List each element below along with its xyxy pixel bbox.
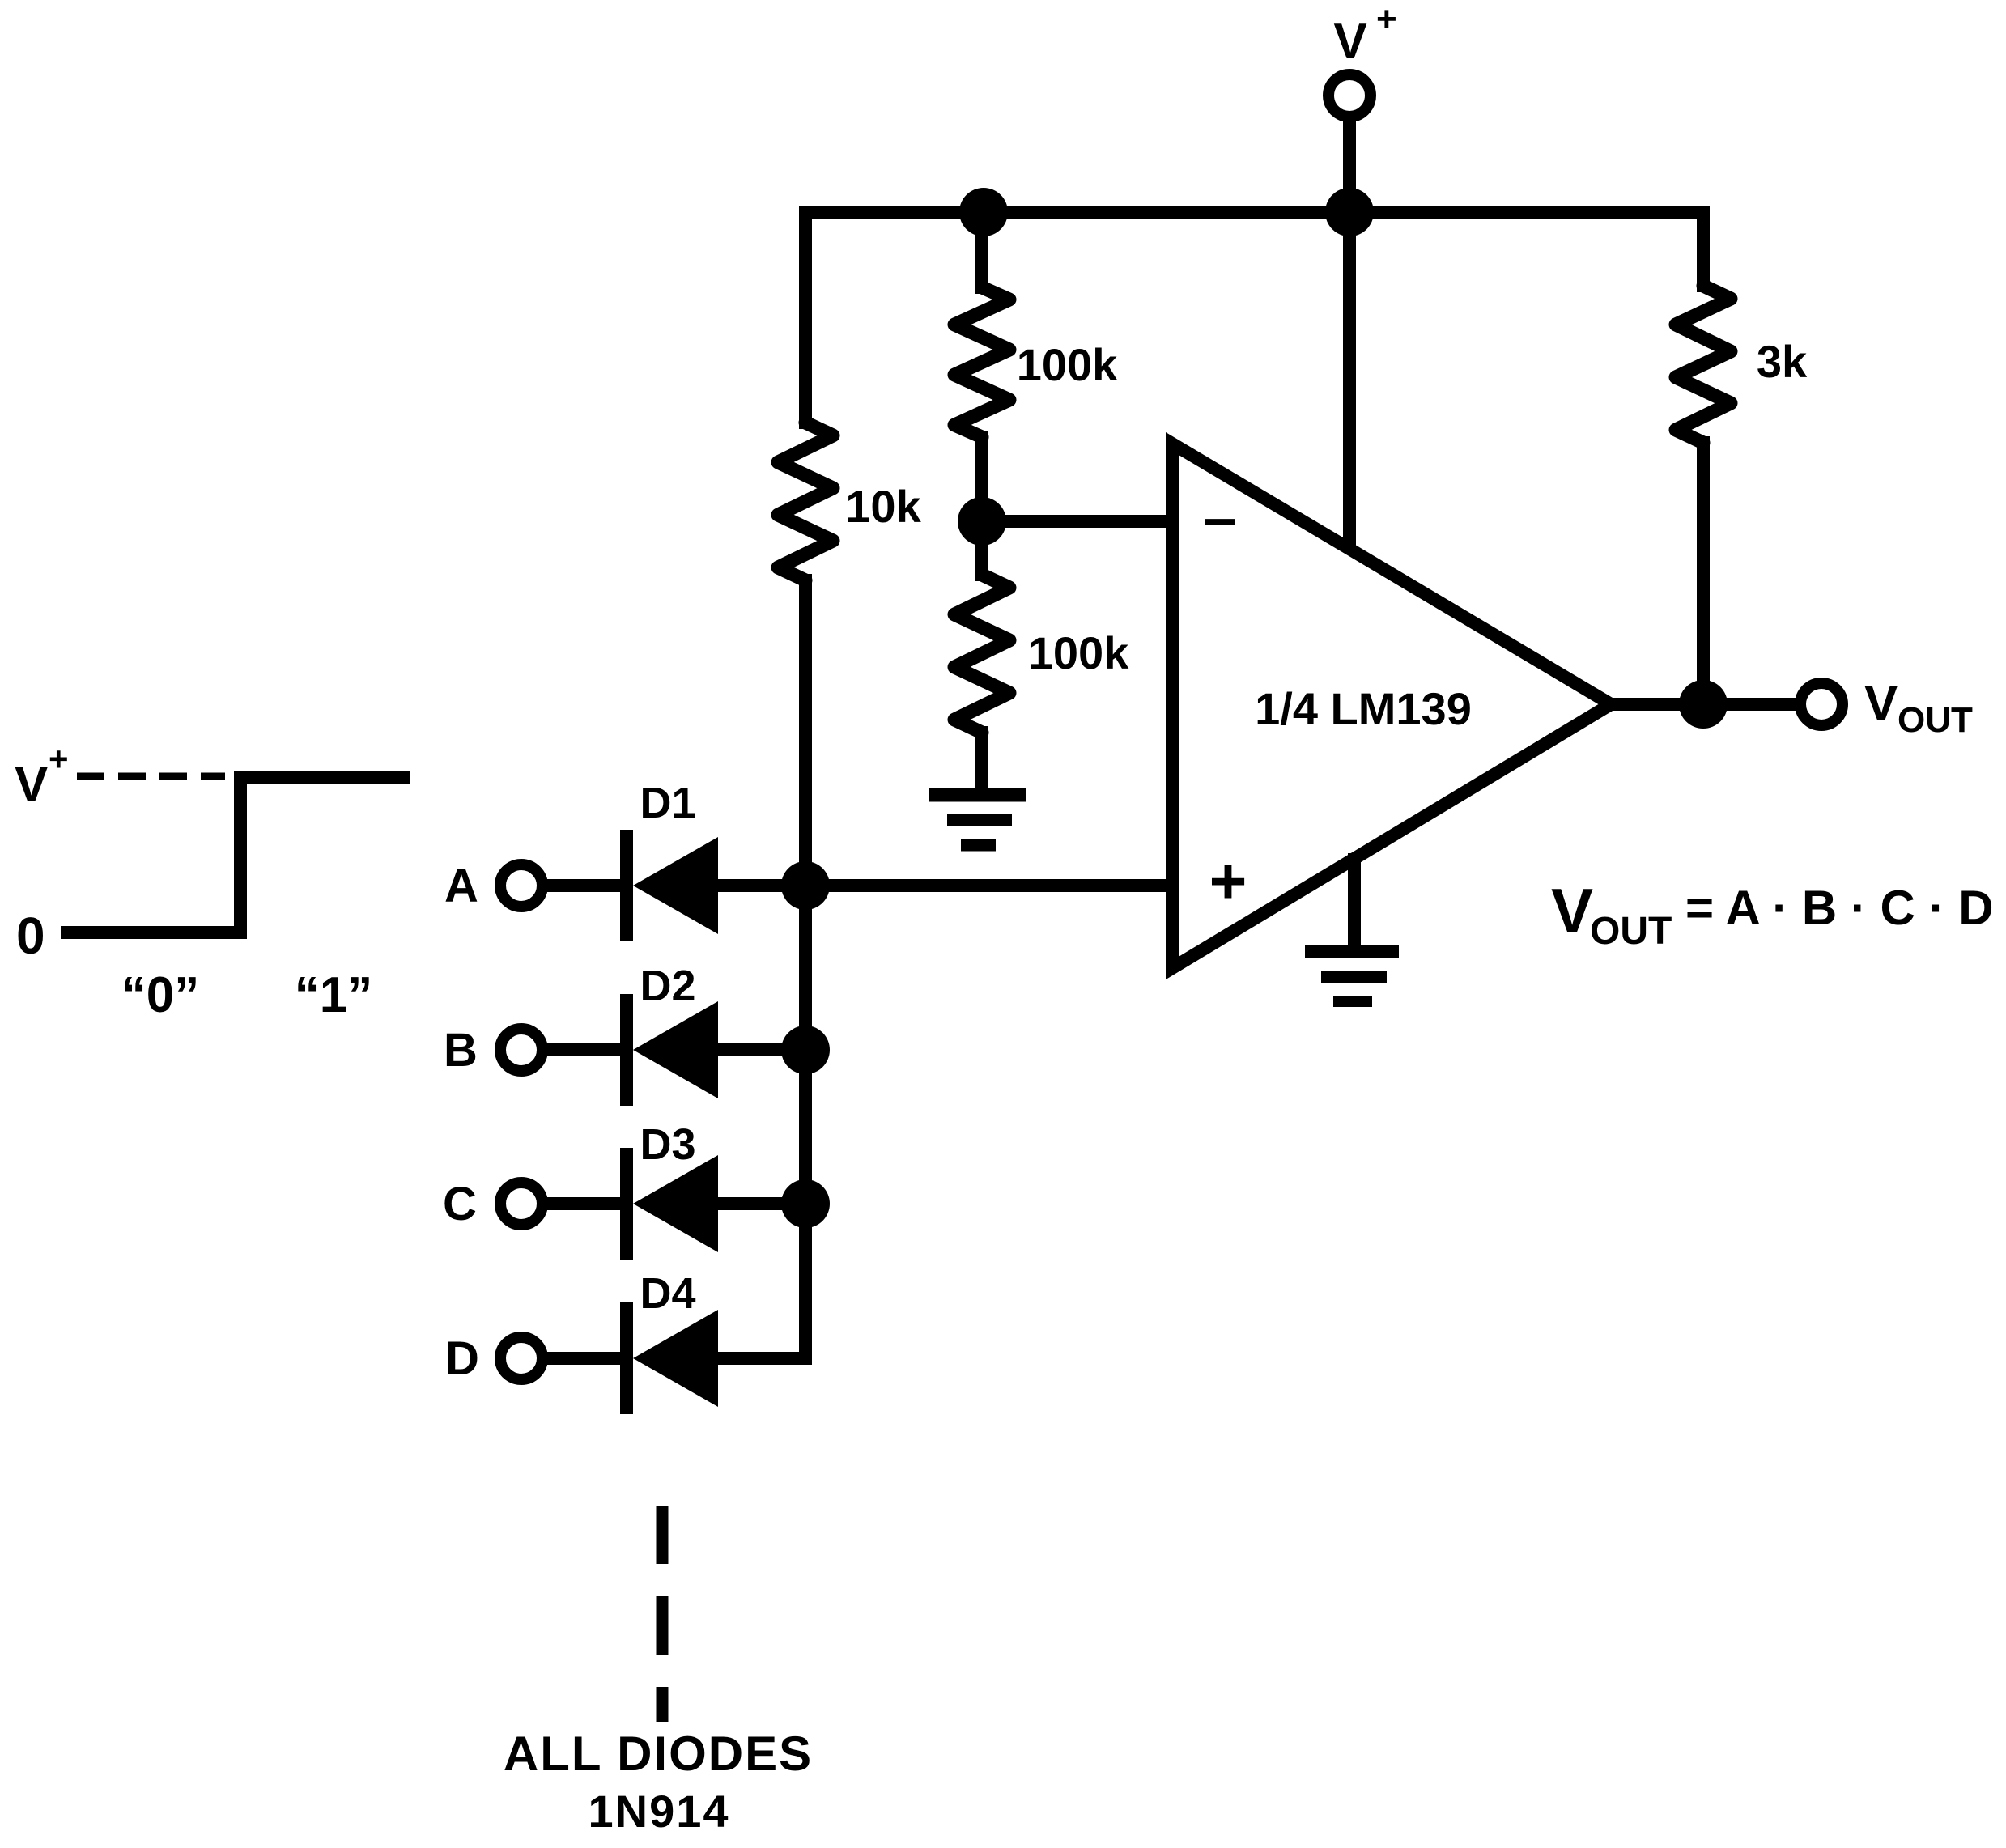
- input-a-terminal: [495, 859, 548, 912]
- resistor-100k-top-label: 100k: [1017, 339, 1118, 390]
- diode-d3-label: D3: [640, 1120, 695, 1169]
- junction-bus-b: [781, 1026, 830, 1074]
- comparator-label: 1/4 LM139: [1255, 683, 1472, 734]
- input-c-terminal: [495, 1177, 548, 1230]
- equation-v: V: [1551, 875, 1593, 946]
- input-waveform: V + 0 “0” “1”: [15, 740, 410, 1023]
- resistor-3k: [1668, 278, 1738, 450]
- note-line-1: ALL DIODES: [504, 1727, 813, 1781]
- noninverting-input-icon: +: [1209, 845, 1247, 917]
- waveform-state0-label: “0”: [121, 967, 199, 1023]
- waveform-vplus-label: V: [15, 757, 48, 813]
- input-b-terminal: [495, 1023, 548, 1077]
- junction-rail-supply: [1325, 188, 1374, 236]
- diode-d2-label: D2: [640, 962, 695, 1010]
- comparator: − + 1/4 LM139: [1166, 431, 1624, 1007]
- equation-rest: = A · B · C · D: [1685, 881, 1994, 935]
- equation-sub: OUT: [1590, 910, 1672, 953]
- diode-arrow: [633, 837, 718, 934]
- junction-divider-node: [958, 497, 1006, 546]
- vout-label-sub: OUT: [1898, 700, 1973, 740]
- waveform-zero-label: 0: [16, 907, 45, 965]
- diode-d1-label: D1: [640, 779, 695, 827]
- diode-arrow: [633, 1001, 718, 1098]
- junction-bus-a: [781, 861, 830, 910]
- diode-d4: [620, 1302, 718, 1414]
- diode-d4-label: D4: [640, 1269, 695, 1318]
- supply-label: V: [1333, 14, 1366, 70]
- diode-d3: [620, 1148, 718, 1260]
- diode-note: ALL DIODES 1N914: [504, 1506, 813, 1837]
- input-a-label: A: [444, 860, 478, 912]
- labels: V + 10k 100k 100k 3k A B C D D1 D2 D3 D4…: [443, 0, 1993, 1385]
- comparator-triangle: [1166, 431, 1624, 980]
- input-b-label: B: [444, 1024, 478, 1077]
- resistors: [771, 278, 1738, 740]
- inverting-input-icon: −: [1203, 490, 1237, 554]
- junction-bus-c: [781, 1179, 830, 1228]
- input-d-label: D: [445, 1332, 479, 1385]
- resistor-100k-top: [947, 280, 1017, 444]
- diode-d1: [620, 830, 718, 941]
- resistor-100k-bottom-label: 100k: [1028, 627, 1129, 678]
- wires: [537, 110, 1807, 1365]
- input-c-label: C: [443, 1178, 477, 1230]
- input-d-terminal: [495, 1332, 548, 1385]
- junction-dots: [781, 188, 1728, 1228]
- resistor-10k: [771, 415, 840, 588]
- vout-terminal: [1795, 678, 1848, 731]
- supply-label-sup: +: [1376, 0, 1397, 39]
- resistor-10k-label: 10k: [845, 481, 921, 532]
- junction-output-3k: [1679, 680, 1728, 729]
- waveform-state1-label: “1”: [295, 967, 372, 1023]
- resistor-3k-label: 3k: [1757, 336, 1808, 387]
- junction-rail-100k: [959, 188, 1008, 236]
- note-line-2: 1N914: [588, 1786, 729, 1837]
- waveform-vplus-sup: +: [49, 740, 69, 778]
- ground-comparator: [1305, 945, 1399, 1007]
- resistor-100k-bottom: [947, 567, 1017, 740]
- ground-divider: [929, 788, 1026, 852]
- diode-arrow: [633, 1155, 718, 1252]
- diode-arrow: [633, 1310, 718, 1407]
- vout-label: V: [1864, 676, 1898, 732]
- diode-d2: [620, 994, 718, 1106]
- terminals: [495, 69, 1848, 1385]
- waveform-step-trace: [61, 771, 410, 939]
- supply-terminal: [1323, 69, 1376, 122]
